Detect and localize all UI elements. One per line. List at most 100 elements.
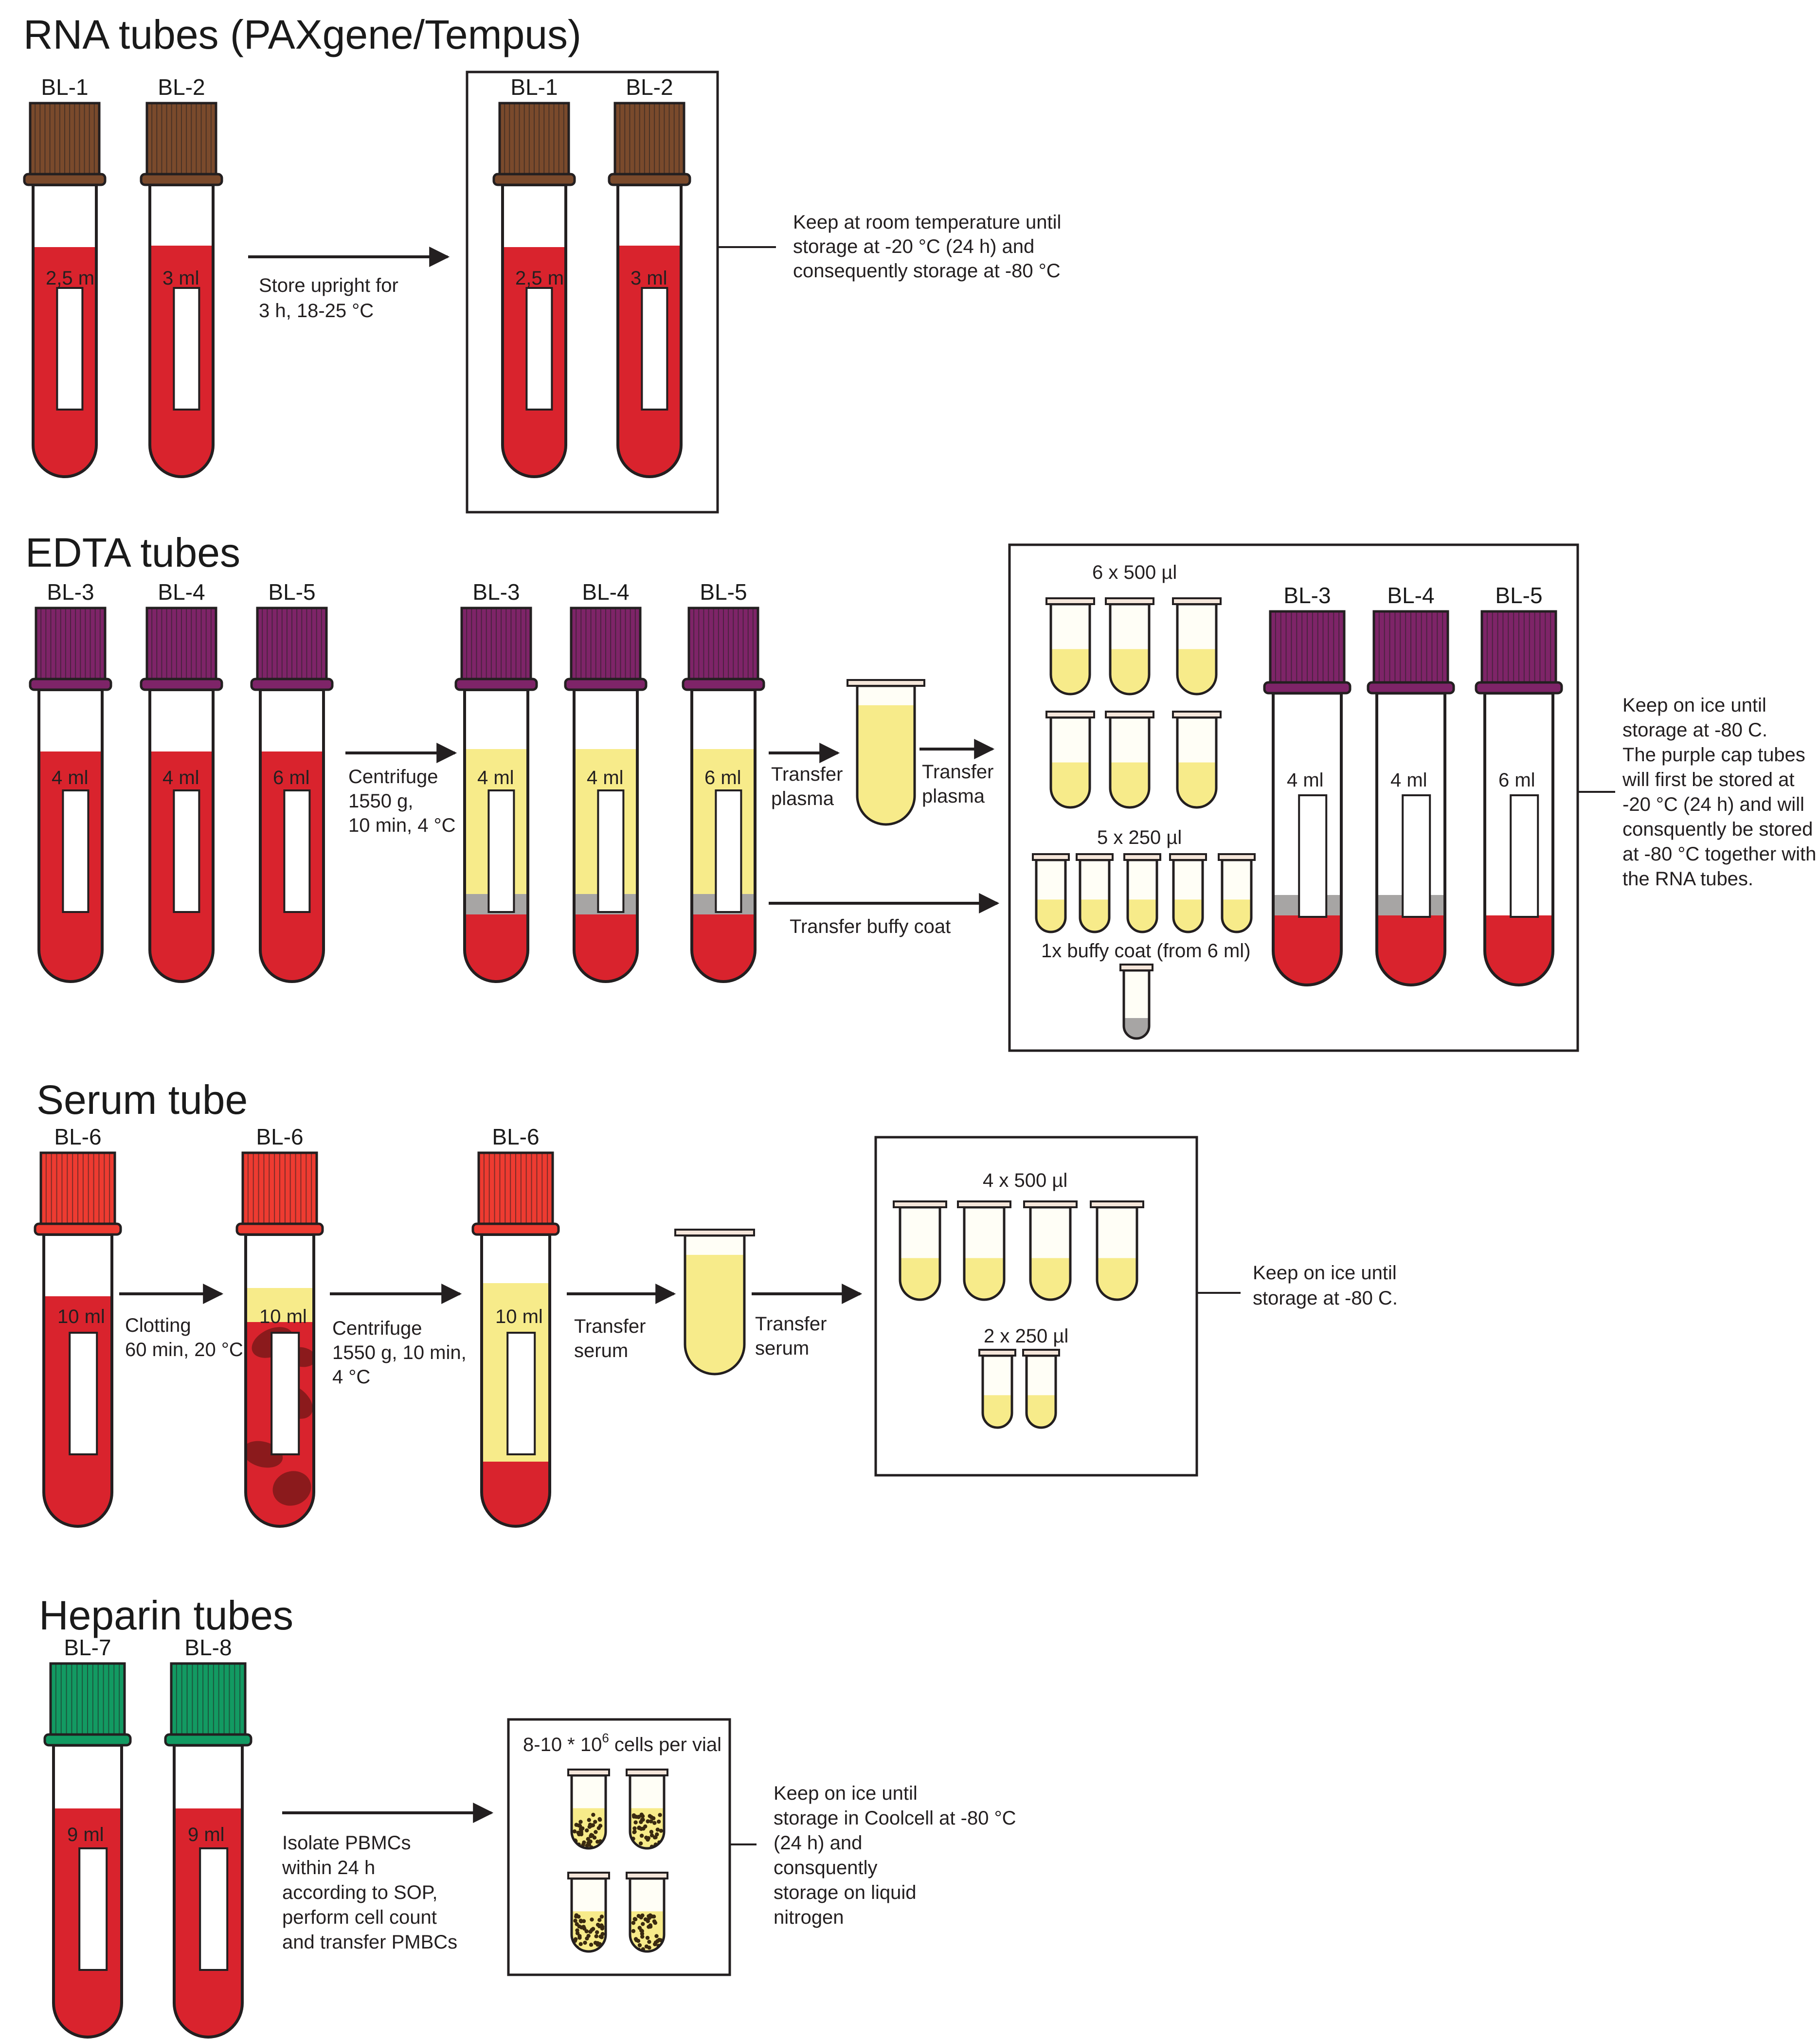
- serum-c-tube-outline: [480, 1233, 551, 1528]
- pbmc-vial-cell: [572, 1829, 577, 1834]
- serum-aliquot-500-outline: [1096, 1206, 1138, 1301]
- edta-aliquot-500: [1105, 597, 1154, 696]
- edta-a-0-tube-outline: [37, 688, 104, 983]
- rna-section-title: RNA tubes (PAXgene/Tempus): [23, 12, 581, 57]
- edta-note-line-8: the RNA tubes.: [1622, 868, 1753, 890]
- edta-b-1-volume-label: 4 ml: [587, 767, 624, 788]
- bl2-b-cap-rim: [608, 173, 691, 186]
- edta-c-0-cap-rim: [1263, 681, 1351, 695]
- pbmc-vial-cell: [646, 1819, 650, 1824]
- pbmc-vial-cell: [639, 1812, 644, 1817]
- edta-aliquot-250-cap: [1218, 853, 1256, 861]
- edta-note-line-2: storage at -80 C.: [1622, 719, 1767, 741]
- pbmc-vial-cell: [594, 1830, 598, 1834]
- edta-c-2-id-label: BL-5: [1495, 583, 1542, 608]
- edta-c-0-tube: BL-34 ml: [1263, 583, 1351, 986]
- pbmc-vial-cell: [587, 1824, 592, 1829]
- edta-c-0-id-label: BL-3: [1283, 583, 1331, 608]
- edta-a-0-sticker: [62, 789, 90, 913]
- edta-b-0-id-label: BL-3: [472, 579, 520, 605]
- bl1-b-volume-label: 2,5 ml: [515, 268, 568, 289]
- edta-aliquot-250: [1169, 853, 1207, 933]
- pbmc-vial-cell: [600, 1932, 605, 1936]
- rna-note-line-1: Keep at room temperature until: [793, 212, 1061, 233]
- heparin-note-line-3: (24 h) and: [774, 1832, 862, 1854]
- bl1-a-sticker: [56, 287, 84, 411]
- serum-b-layer-serum: [246, 1288, 314, 1322]
- pbmc-vial-cell: [591, 1812, 595, 1817]
- edta-note-line-3: The purple cap tubes: [1622, 744, 1805, 766]
- edta-a-0-id-label: BL-3: [47, 579, 94, 605]
- edta-a-2-cap: [250, 607, 334, 691]
- heparin-note-line-6: nitrogen: [774, 1907, 844, 1928]
- edta-b-2-cap: [682, 607, 765, 691]
- edta-centrifuge-line-3: 10 min, 4 °C: [348, 815, 456, 836]
- pbmc-vial-cell: [578, 1942, 583, 1947]
- rna-note-line-2: storage at -20 °C (24 h) and: [793, 236, 1034, 257]
- edta-c-1-volume-label: 4 ml: [1390, 769, 1427, 791]
- pbmc-vial-cell: [631, 1921, 636, 1925]
- serum-a-id-label: BL-6: [54, 1124, 101, 1149]
- bl1-a-id-label: BL-1: [41, 74, 88, 100]
- edta-aliquot-250: [1076, 853, 1114, 933]
- edta-a-0-cap: [29, 607, 112, 691]
- pbmc-vial-cell: [640, 1934, 645, 1939]
- serum-a-tube: BL-610 ml: [34, 1124, 122, 1528]
- serum-b-id-label: BL-6: [256, 1124, 303, 1149]
- heparin-note-line-2: storage in Coolcell at -80 °C: [774, 1807, 1016, 1829]
- pbmc-vial-cell: [658, 1813, 662, 1817]
- pbmc-vial-cell: [586, 1837, 590, 1842]
- edta-transfer-buffy-label: Transfer buffy coat: [790, 916, 951, 937]
- edta-transfer-plasma-1-line-2: plasma: [771, 788, 834, 809]
- bl1-b-cap: [492, 102, 576, 186]
- serum-aliquot-500-cap: [893, 1200, 947, 1208]
- serum-aliquot-500-cap: [1090, 1200, 1144, 1208]
- edta-c-2-sticker: [1510, 794, 1539, 918]
- edta-c-1-layer-blood: [1377, 915, 1445, 985]
- edta-note-line-6: consquently be stored: [1622, 819, 1813, 840]
- heparin-note-line-1: Keep on ice until: [774, 1783, 918, 1804]
- edta-a-1-cap-rim: [140, 678, 223, 691]
- pbmc-vial-cell: [649, 1830, 654, 1834]
- bl8-cap-rim: [164, 1733, 252, 1747]
- bl2-b-sticker: [641, 287, 668, 411]
- pbmc-vial-cell: [652, 1919, 657, 1924]
- pbmc-vial-cell: [632, 1826, 637, 1831]
- pbmc-vial-cell: [589, 1943, 594, 1947]
- edta-aliquot-500-cap: [1105, 711, 1154, 718]
- edta-c-2-tube-outline: [1483, 692, 1554, 986]
- edta-plasma-transfer-tube: [847, 679, 925, 826]
- serum-aliquot-500-outline: [963, 1206, 1006, 1301]
- pbmc-vial-cell: [587, 1818, 591, 1822]
- heparin-step-line-4: perform cell count: [282, 1907, 437, 1928]
- pbmc-vial-cell: [573, 1918, 577, 1923]
- bl1-a-cap-rim: [23, 173, 107, 186]
- edta-a-1-volume-label: 4 ml: [162, 767, 199, 788]
- pbmc-vial-cell: [645, 1935, 650, 1940]
- serum-centrifuge-line-1: Centrifuge: [332, 1318, 422, 1339]
- edta-aliquot-500-content: [1177, 762, 1216, 807]
- pbmc-vial-cell: [648, 1814, 652, 1818]
- edta-b-2-cap-rim: [682, 678, 765, 691]
- serum-aliquot-500-content: [964, 1258, 1004, 1300]
- edta-b-2-layer-blood: [692, 914, 755, 982]
- serum-clotting-line-2: 60 min, 20 °C: [125, 1339, 243, 1360]
- edta-c-0-tube-outline: [1272, 692, 1343, 986]
- edta-aliquot-500: [1045, 711, 1095, 809]
- edta-aliquot-250-content: [1036, 899, 1065, 932]
- bl8-tube: BL-89 ml: [164, 1635, 252, 2039]
- edta-b-1-tube-outline: [573, 688, 639, 983]
- edta-b-0-layer-blood: [465, 914, 528, 982]
- pbmc-vial-cap: [567, 1769, 610, 1776]
- pbmc-vial-cell: [591, 1823, 595, 1827]
- serum-transfer-tube-content: [685, 1254, 744, 1374]
- serum-transfer-tube-outline: [684, 1234, 746, 1376]
- bl2-a-cap-rim: [140, 173, 223, 186]
- edta-aliquot-500-outline: [1176, 716, 1218, 809]
- edta-aliquot-500-cap: [1172, 597, 1222, 605]
- pbmc-vial-cell: [637, 1926, 642, 1930]
- edta-b-0-sticker: [487, 789, 515, 913]
- pbmc-vial-cell: [655, 1827, 660, 1832]
- serum-a-cap-rim: [34, 1222, 122, 1236]
- edta-c-1-cap-rim: [1367, 681, 1455, 695]
